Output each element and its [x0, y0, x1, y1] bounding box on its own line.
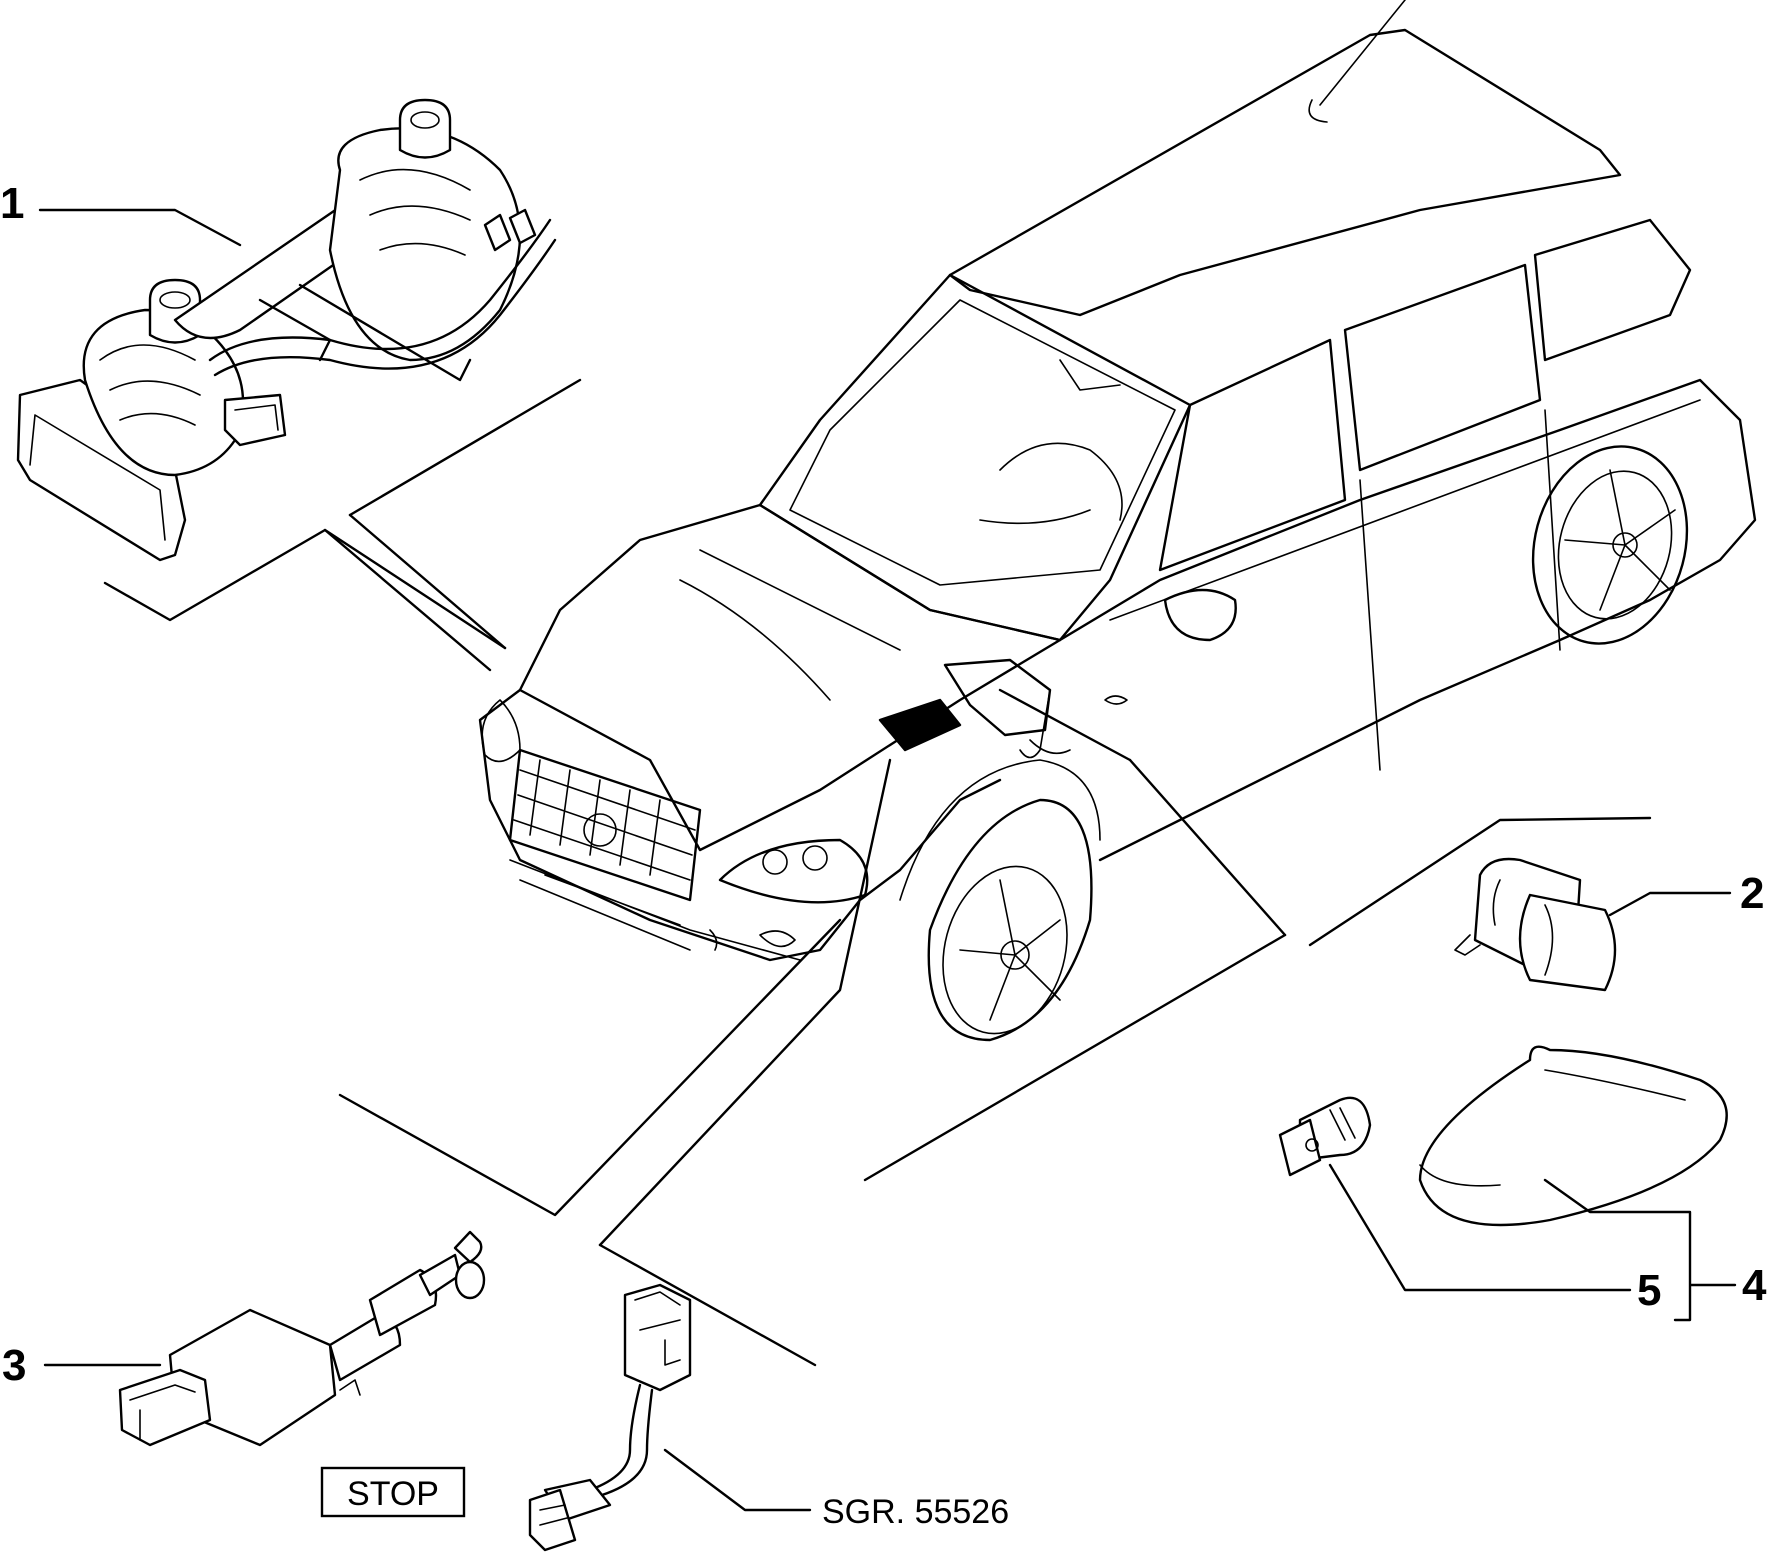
leader-2	[1608, 891, 1732, 917]
callout-leaders	[38, 208, 1737, 1512]
leader-4	[1543, 1178, 1737, 1322]
horn-part	[16, 98, 557, 562]
bulb-part	[1278, 1096, 1372, 1177]
leader-1	[38, 208, 242, 247]
callout-4: 4	[1742, 1261, 1767, 1310]
callout-3: 3	[2, 1341, 26, 1390]
stop-label: STOP	[347, 1475, 439, 1513]
marker-lens-part	[1418, 1045, 1728, 1227]
car-illustration	[478, 0, 1757, 1042]
callout-1: 1	[0, 179, 24, 228]
marker-socket-part	[1454, 857, 1617, 992]
leader-5	[1328, 1163, 1632, 1292]
stop-switch-part	[118, 1230, 486, 1447]
callout-2: 2	[1740, 869, 1764, 918]
leader-lines	[103, 378, 1652, 1367]
stop-label-box: STOP	[320, 1466, 466, 1518]
callout-5: 5	[1637, 1266, 1661, 1315]
leader-sgr	[663, 1448, 812, 1512]
connector-harness-part	[528, 1283, 692, 1552]
sgr-reference-label: SGR. 55526	[822, 1493, 1009, 1531]
